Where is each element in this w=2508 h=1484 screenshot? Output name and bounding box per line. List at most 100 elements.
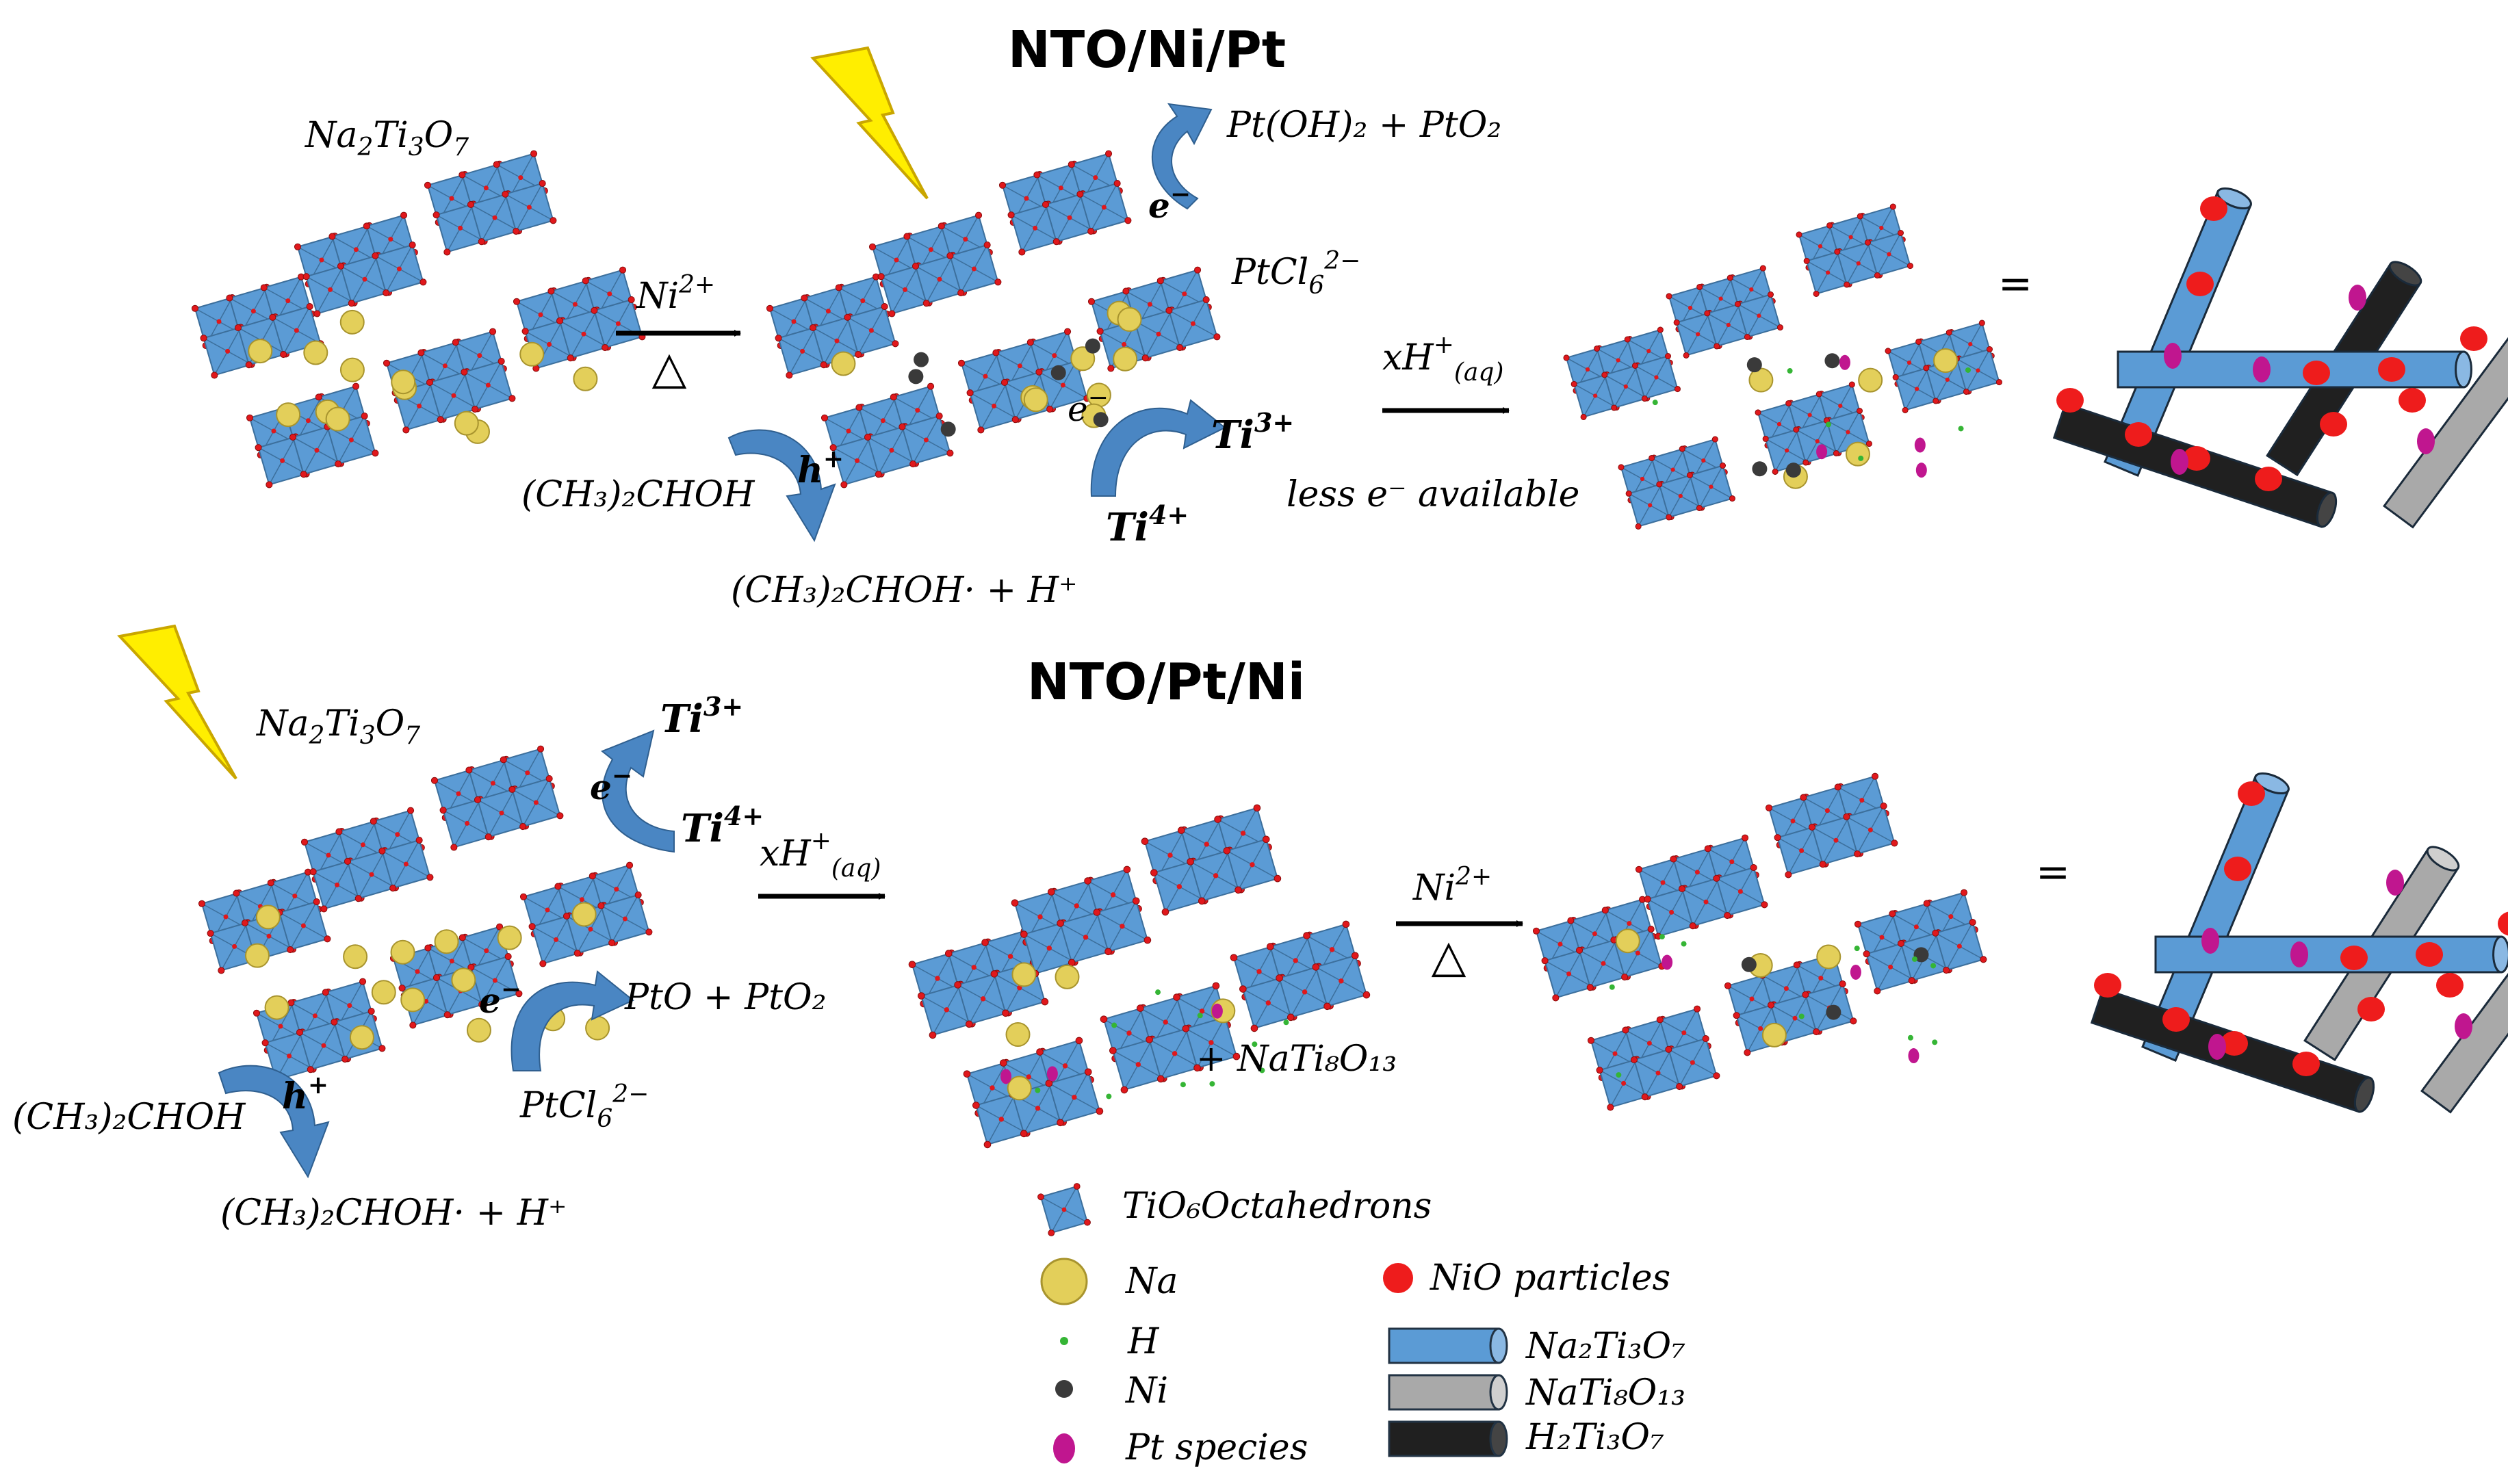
ni-ion — [914, 352, 929, 367]
nio-particle — [2399, 388, 2426, 413]
na-ion — [434, 929, 459, 954]
h-ion — [1659, 934, 1665, 940]
na-ion — [585, 1015, 610, 1041]
nanorod — [2141, 772, 2290, 1062]
na-ion — [390, 939, 415, 965]
hole-label-top: h+ — [797, 445, 844, 491]
h-ion — [1681, 941, 1687, 947]
na-ion — [1816, 944, 1841, 969]
octahedron — [261, 1028, 317, 1084]
octahedron — [1734, 291, 1783, 341]
legend-rod-nati-icon — [1388, 1374, 1508, 1411]
ti4-label-bottom: Ti4+ — [681, 800, 764, 851]
nanorod — [2117, 350, 2472, 389]
na-ion — [248, 339, 273, 364]
isopropanol-bottom: (CH₃)₂CHOH — [12, 1097, 246, 1138]
na-ion — [349, 1025, 374, 1050]
pt-species — [1000, 1069, 1012, 1084]
nio-particle — [2162, 1007, 2190, 1032]
nio-particle — [2498, 911, 2508, 936]
na-ion — [466, 1017, 491, 1043]
nio-particle — [2416, 942, 2443, 967]
h-ion — [1111, 1022, 1117, 1028]
ni-ion — [940, 421, 956, 437]
legend-octahedron-icon — [1037, 1183, 1091, 1236]
h-ion — [1958, 426, 1964, 432]
pt-particle — [2253, 356, 2271, 382]
ni-ion — [1093, 412, 1109, 428]
ni-ion — [908, 369, 924, 385]
ni-ion — [1824, 353, 1840, 369]
isopropanol-top: (CH₃)₂CHOH — [521, 474, 755, 515]
title-ni-pt: NTO/Ni/Pt — [1008, 21, 1286, 79]
octahedron — [474, 785, 530, 841]
na-ion — [325, 406, 350, 432]
legend-ni-label: Ni — [1124, 1370, 1168, 1411]
hole-label-bottom: h+ — [282, 1071, 328, 1117]
pt-products-top: Pt(OH)₂ + PtO₂ — [1226, 105, 1501, 146]
crystal — [198, 745, 653, 1084]
octahedron — [1864, 230, 1913, 279]
legend-pt-label: Pt species — [1125, 1427, 1308, 1468]
na-ion — [1113, 346, 1138, 372]
acid-label-bottom: xH+(aq) — [760, 827, 881, 883]
pt-species — [1662, 954, 1673, 970]
nio-particle — [2056, 388, 2084, 413]
h-ion — [1035, 1087, 1041, 1093]
na-ion — [371, 980, 396, 1005]
pt-particle — [2455, 1013, 2472, 1039]
nio-particle — [2094, 973, 2121, 998]
na-ion — [255, 904, 281, 930]
ni-ion — [1746, 357, 1762, 373]
ptcl-label-bottom: PtCl62− — [519, 1080, 649, 1133]
nio-particle — [2320, 412, 2347, 437]
legend-na-icon — [1040, 1258, 1088, 1305]
h-ion — [1106, 1093, 1112, 1099]
octahedron — [1932, 918, 1987, 974]
octahedron — [1037, 1183, 1091, 1236]
nanorod-bundle — [2052, 187, 2508, 529]
h-ion — [1155, 989, 1161, 995]
nanorod — [2104, 187, 2252, 477]
na-ion — [339, 357, 365, 382]
pt-species — [1914, 437, 1926, 453]
pt-species — [1915, 463, 1927, 478]
na-ion — [519, 341, 545, 367]
h-ion — [1259, 1067, 1265, 1073]
radical-bottom: (CH₃)₂CHOH· + H⁺ — [220, 1193, 567, 1234]
pt-species — [1046, 1066, 1058, 1082]
h-ion — [1858, 455, 1864, 461]
crystal — [191, 150, 646, 489]
octahedron — [1596, 1056, 1651, 1111]
less-electrons-label: less e⁻ available — [1287, 474, 1579, 515]
radical-top: (CH₃)₂CHOH· + H⁺ — [731, 570, 1077, 611]
na-ion — [264, 995, 289, 1020]
octahedron — [276, 898, 331, 954]
octahedron — [1686, 463, 1735, 512]
na-ion — [831, 351, 856, 376]
na-ion — [1023, 387, 1048, 413]
ni-ion — [1752, 461, 1768, 477]
nio-particle — [2224, 857, 2251, 881]
ni-ion — [1085, 338, 1100, 354]
octahedron — [1187, 846, 1245, 905]
nio-particle — [2186, 272, 2214, 296]
octahedron — [1312, 952, 1371, 1011]
ni-ion — [1826, 1004, 1841, 1020]
octahedron — [302, 262, 358, 317]
light-bolt-icon — [117, 624, 237, 780]
byproduct-label: + NaTi₈O₁₃ — [1196, 1039, 1397, 1080]
h-ion — [1616, 1072, 1622, 1078]
legend-nio-icon — [1383, 1263, 1413, 1293]
h-ion — [1930, 963, 1937, 969]
ni-reagent-label: Ni2+ — [635, 271, 715, 317]
title-pt-ni: NTO/Pt/Ni — [1027, 653, 1305, 712]
ni-reagent-label-bottom: Ni2+ — [1412, 863, 1492, 909]
na-ion — [497, 925, 522, 950]
octahedron — [1182, 1013, 1241, 1072]
pt-species — [1816, 444, 1828, 460]
na-ion — [1117, 307, 1142, 332]
crystal — [1532, 772, 1987, 1111]
na-ion — [244, 943, 270, 968]
